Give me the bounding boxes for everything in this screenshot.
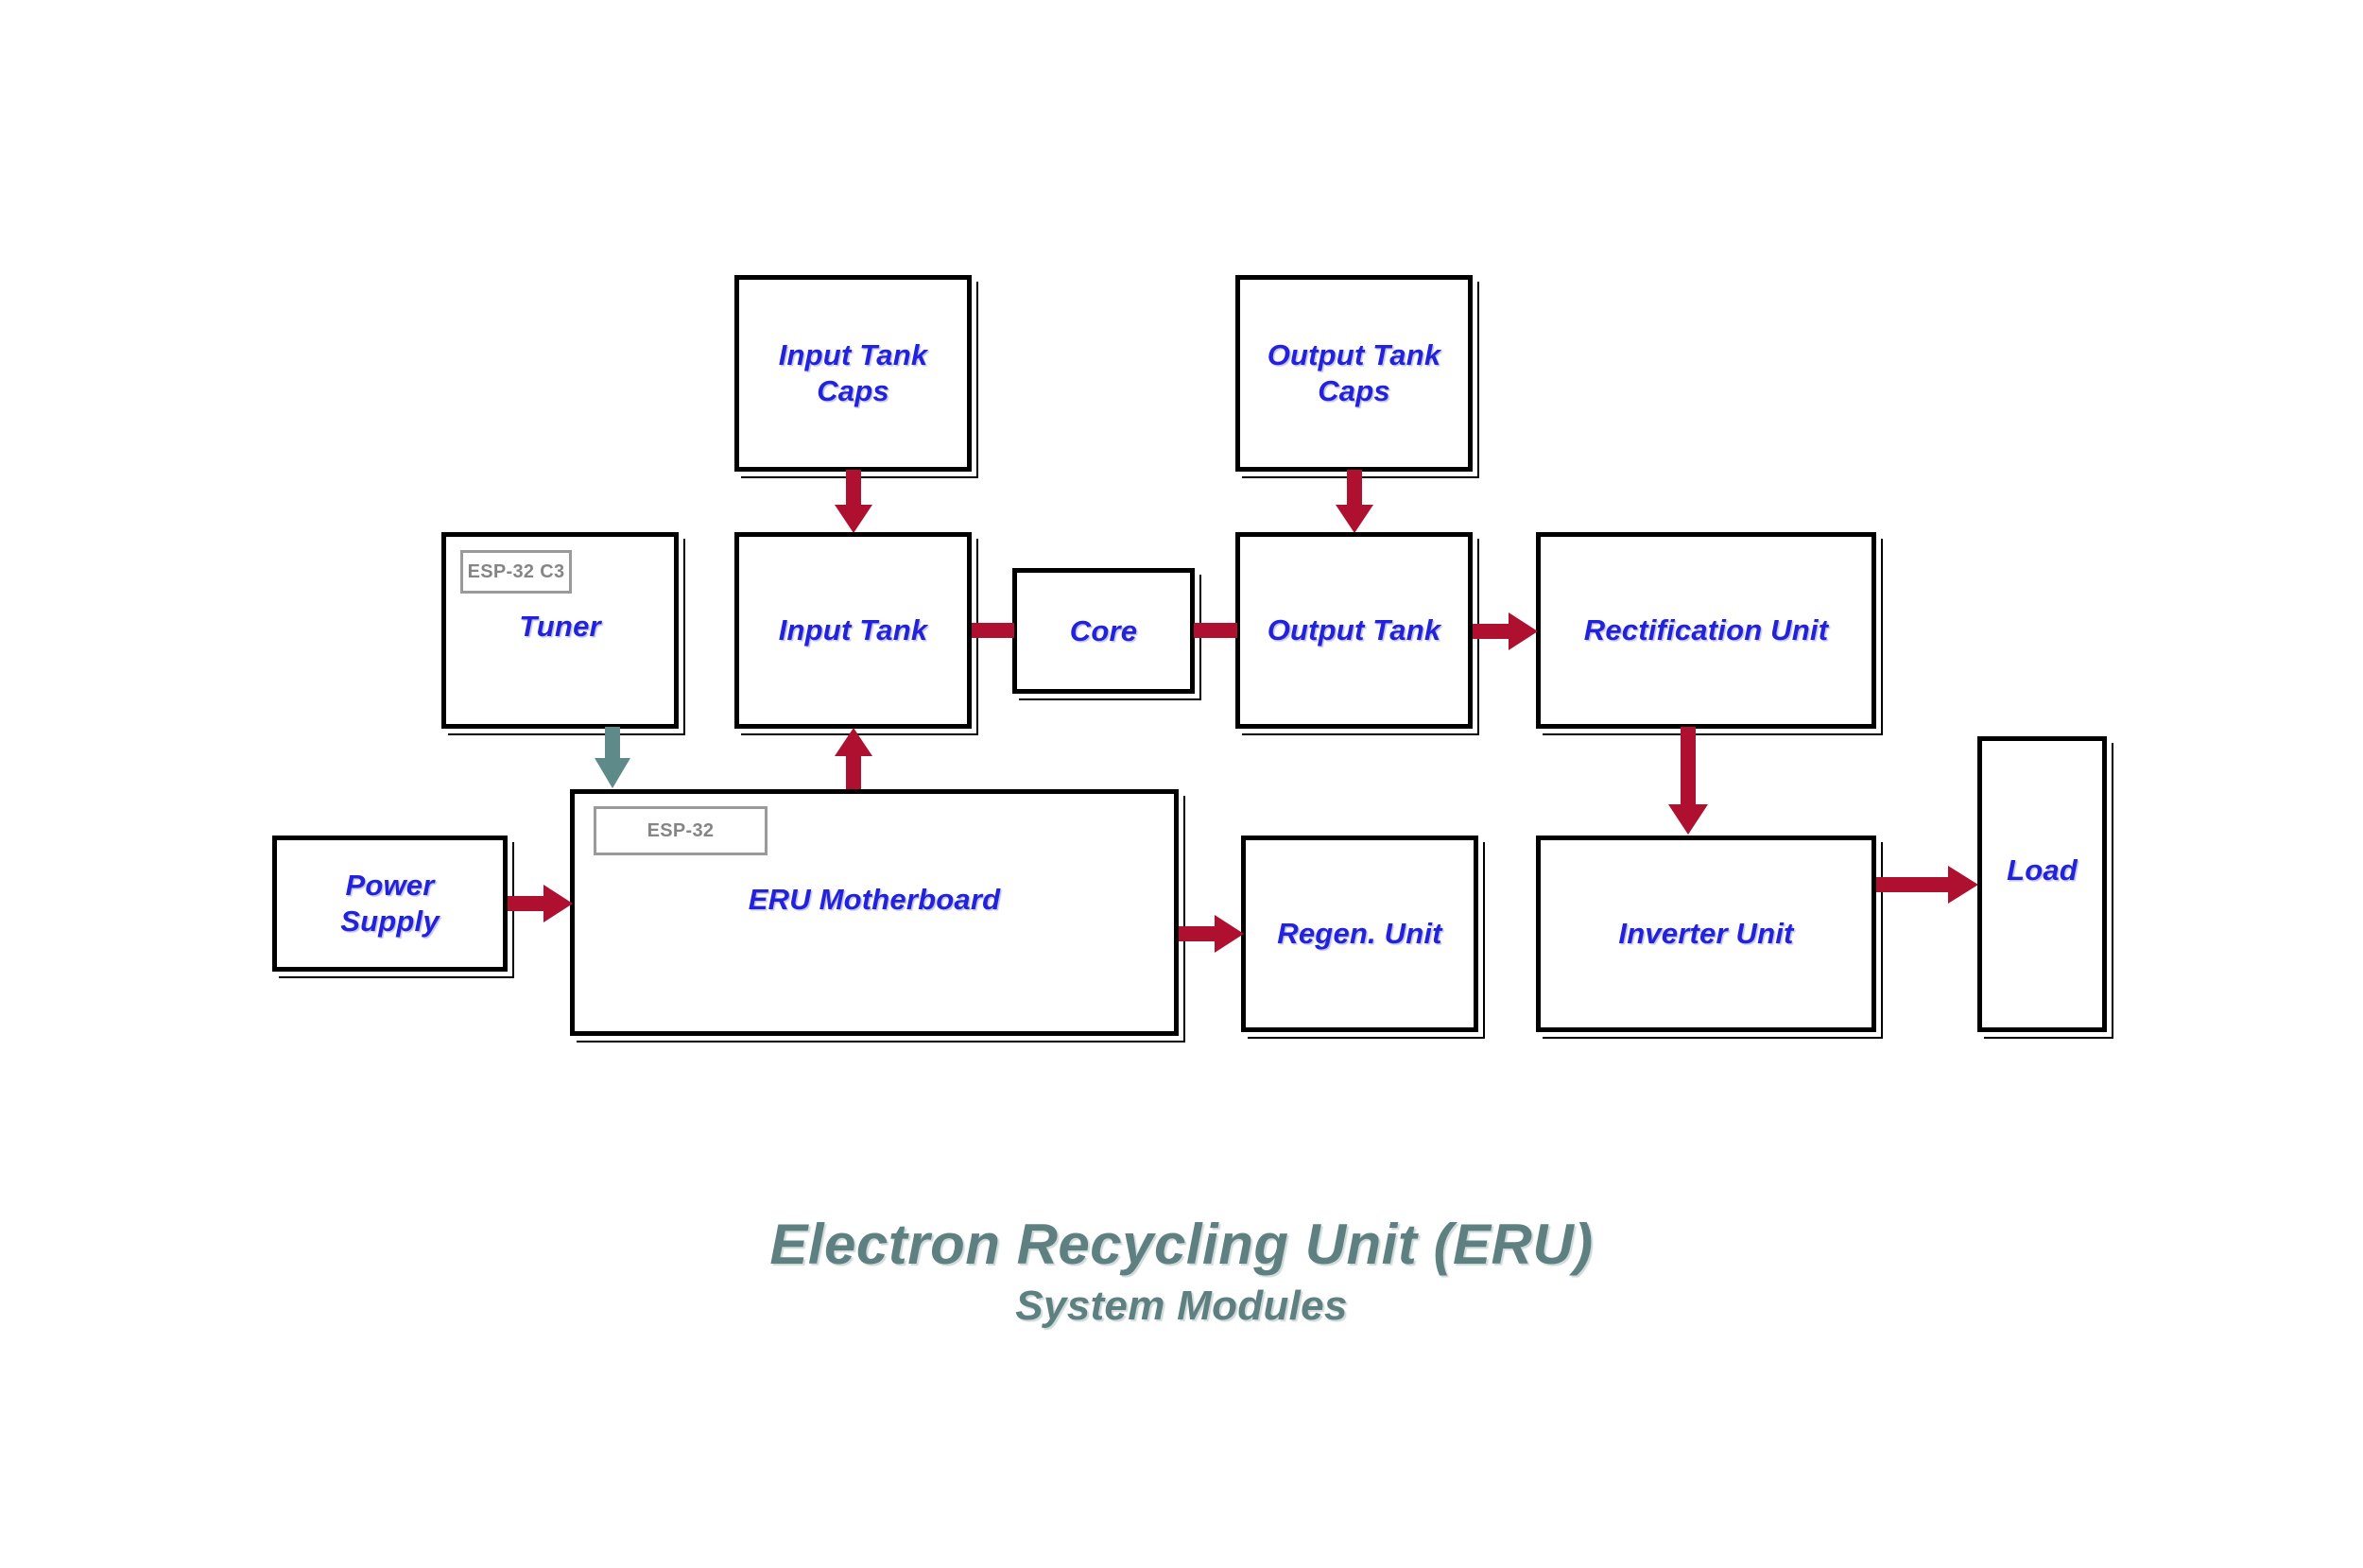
module-label-input-tank: Input Tank [778,613,928,647]
module-label-tuner: Tuner [519,610,601,643]
module-output-tank-caps[interactable]: Output Tank Caps [1235,275,1473,472]
module-tuner[interactable]: ESP-32 C3 Tuner [441,532,679,729]
connector-inverter-unit-to-load [1876,863,1980,906]
module-label-eru-motherboard: ERU Motherboard [748,883,1001,916]
module-label-power-supply: Power Supply [340,869,440,938]
module-rectification-unit[interactable]: Rectification Unit [1536,532,1876,729]
connector-rectification-unit-to-inverter-unit [1666,727,1710,836]
page-title: Electron Recycling Unit (ERU) [769,1213,1594,1276]
connector-power-supply-to-eru-motherboard [508,882,574,925]
module-label-core: Core [1069,613,1138,647]
module-label-input-tank-caps: Input Tank Caps [778,338,928,407]
module-label-inverter-unit: Inverter Unit [1618,917,1794,951]
connector-eru-motherboard-to-regen-unit [1179,912,1245,956]
connector-output-tank-caps-to-output-tank [1333,470,1376,534]
chip-esp-32-c3: ESP-32 C3 [460,550,572,594]
module-label-load: Load [2007,853,2078,887]
connector-eru-motherboard-to-input-tank [832,727,875,791]
module-inverter-unit[interactable]: Inverter Unit [1536,836,1876,1032]
connector-input-tank-to-core [972,623,1014,638]
module-power-supply[interactable]: Power Supply [272,836,508,972]
module-core[interactable]: Core [1012,568,1195,694]
module-input-tank[interactable]: Input Tank [734,532,972,729]
chip-label-esp-32: ESP-32 [647,819,715,841]
connector-input-tank-caps-to-input-tank [832,470,875,534]
connector-tuner-to-eru-motherboard [591,727,634,789]
module-label-regen-unit: Regen. Unit [1277,917,1442,951]
module-input-tank-caps[interactable]: Input Tank Caps [734,275,972,472]
chip-esp-32: ESP-32 [594,806,768,855]
page-subtitle: System Modules [1015,1282,1348,1329]
module-load[interactable]: Load [1977,736,2107,1032]
module-label-output-tank: Output Tank [1267,613,1441,647]
diagram-title-block: Electron Recycling Unit (ERU) System Mod… [0,1213,2363,1332]
module-eru-motherboard[interactable]: ESP-32 ERU Motherboard [570,789,1179,1036]
module-regen-unit[interactable]: Regen. Unit [1241,836,1478,1032]
connector-core-to-output-tank [1194,623,1237,638]
connector-output-tank-to-rectification-unit [1473,610,1539,653]
module-label-rectification-unit: Rectification Unit [1583,613,1829,647]
module-output-tank[interactable]: Output Tank [1235,532,1473,729]
module-label-output-tank-caps: Output Tank Caps [1267,338,1441,407]
chip-label-esp-32-c3: ESP-32 C3 [467,560,565,582]
